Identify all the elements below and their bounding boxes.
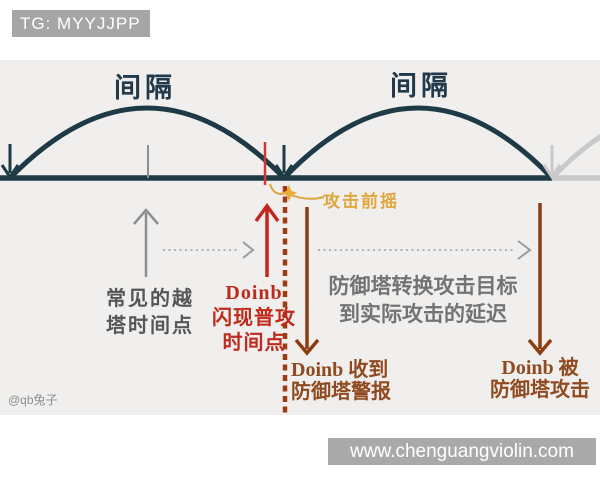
tg-badge: TG: MYYJJPP — [12, 10, 150, 37]
doinb-flash-label: Doinb 闪现普攻 时间点 — [203, 281, 305, 356]
interval-label-2: 间隔 — [390, 71, 452, 101]
doinb-flash-line1: Doinb — [225, 282, 283, 304]
common-dive-line2: 塔时间点 — [106, 315, 194, 337]
common-dive-line1: 常见的越 — [106, 288, 194, 310]
common-dive-label: 常见的越 塔时间点 — [98, 286, 202, 340]
interval-label-1: 间隔 — [114, 73, 176, 103]
doinb-alert-label: Doinb 收到 防御塔警报 — [291, 359, 421, 403]
tower-delay-label: 防御塔转换攻击目标 到实际攻击的延迟 — [312, 272, 534, 328]
doinb-alert-line2: 防御塔警报 — [291, 381, 391, 403]
doinb-alert-line1: Doinb 收到 — [291, 359, 389, 381]
tower-delay-line2: 到实际攻击的延迟 — [339, 302, 507, 326]
doinb-flash-line2: 闪现普攻 — [212, 307, 296, 329]
tower-delay-line1: 防御塔转换攻击目标 — [328, 274, 518, 298]
doinb-attacked-line2: 防御塔攻击 — [490, 379, 590, 401]
doinb-attacked-line1: Doinb 被 — [501, 357, 579, 379]
website-bar: www.chenguangviolin.com — [328, 438, 596, 465]
watermark: @qb兔子 — [8, 393, 58, 407]
doinb-attacked-label: Doinb 被 防御塔攻击 — [468, 357, 600, 401]
doinb-flash-line3: 时间点 — [222, 332, 286, 354]
attack-windup-label: 攻击前摇 — [323, 192, 399, 211]
